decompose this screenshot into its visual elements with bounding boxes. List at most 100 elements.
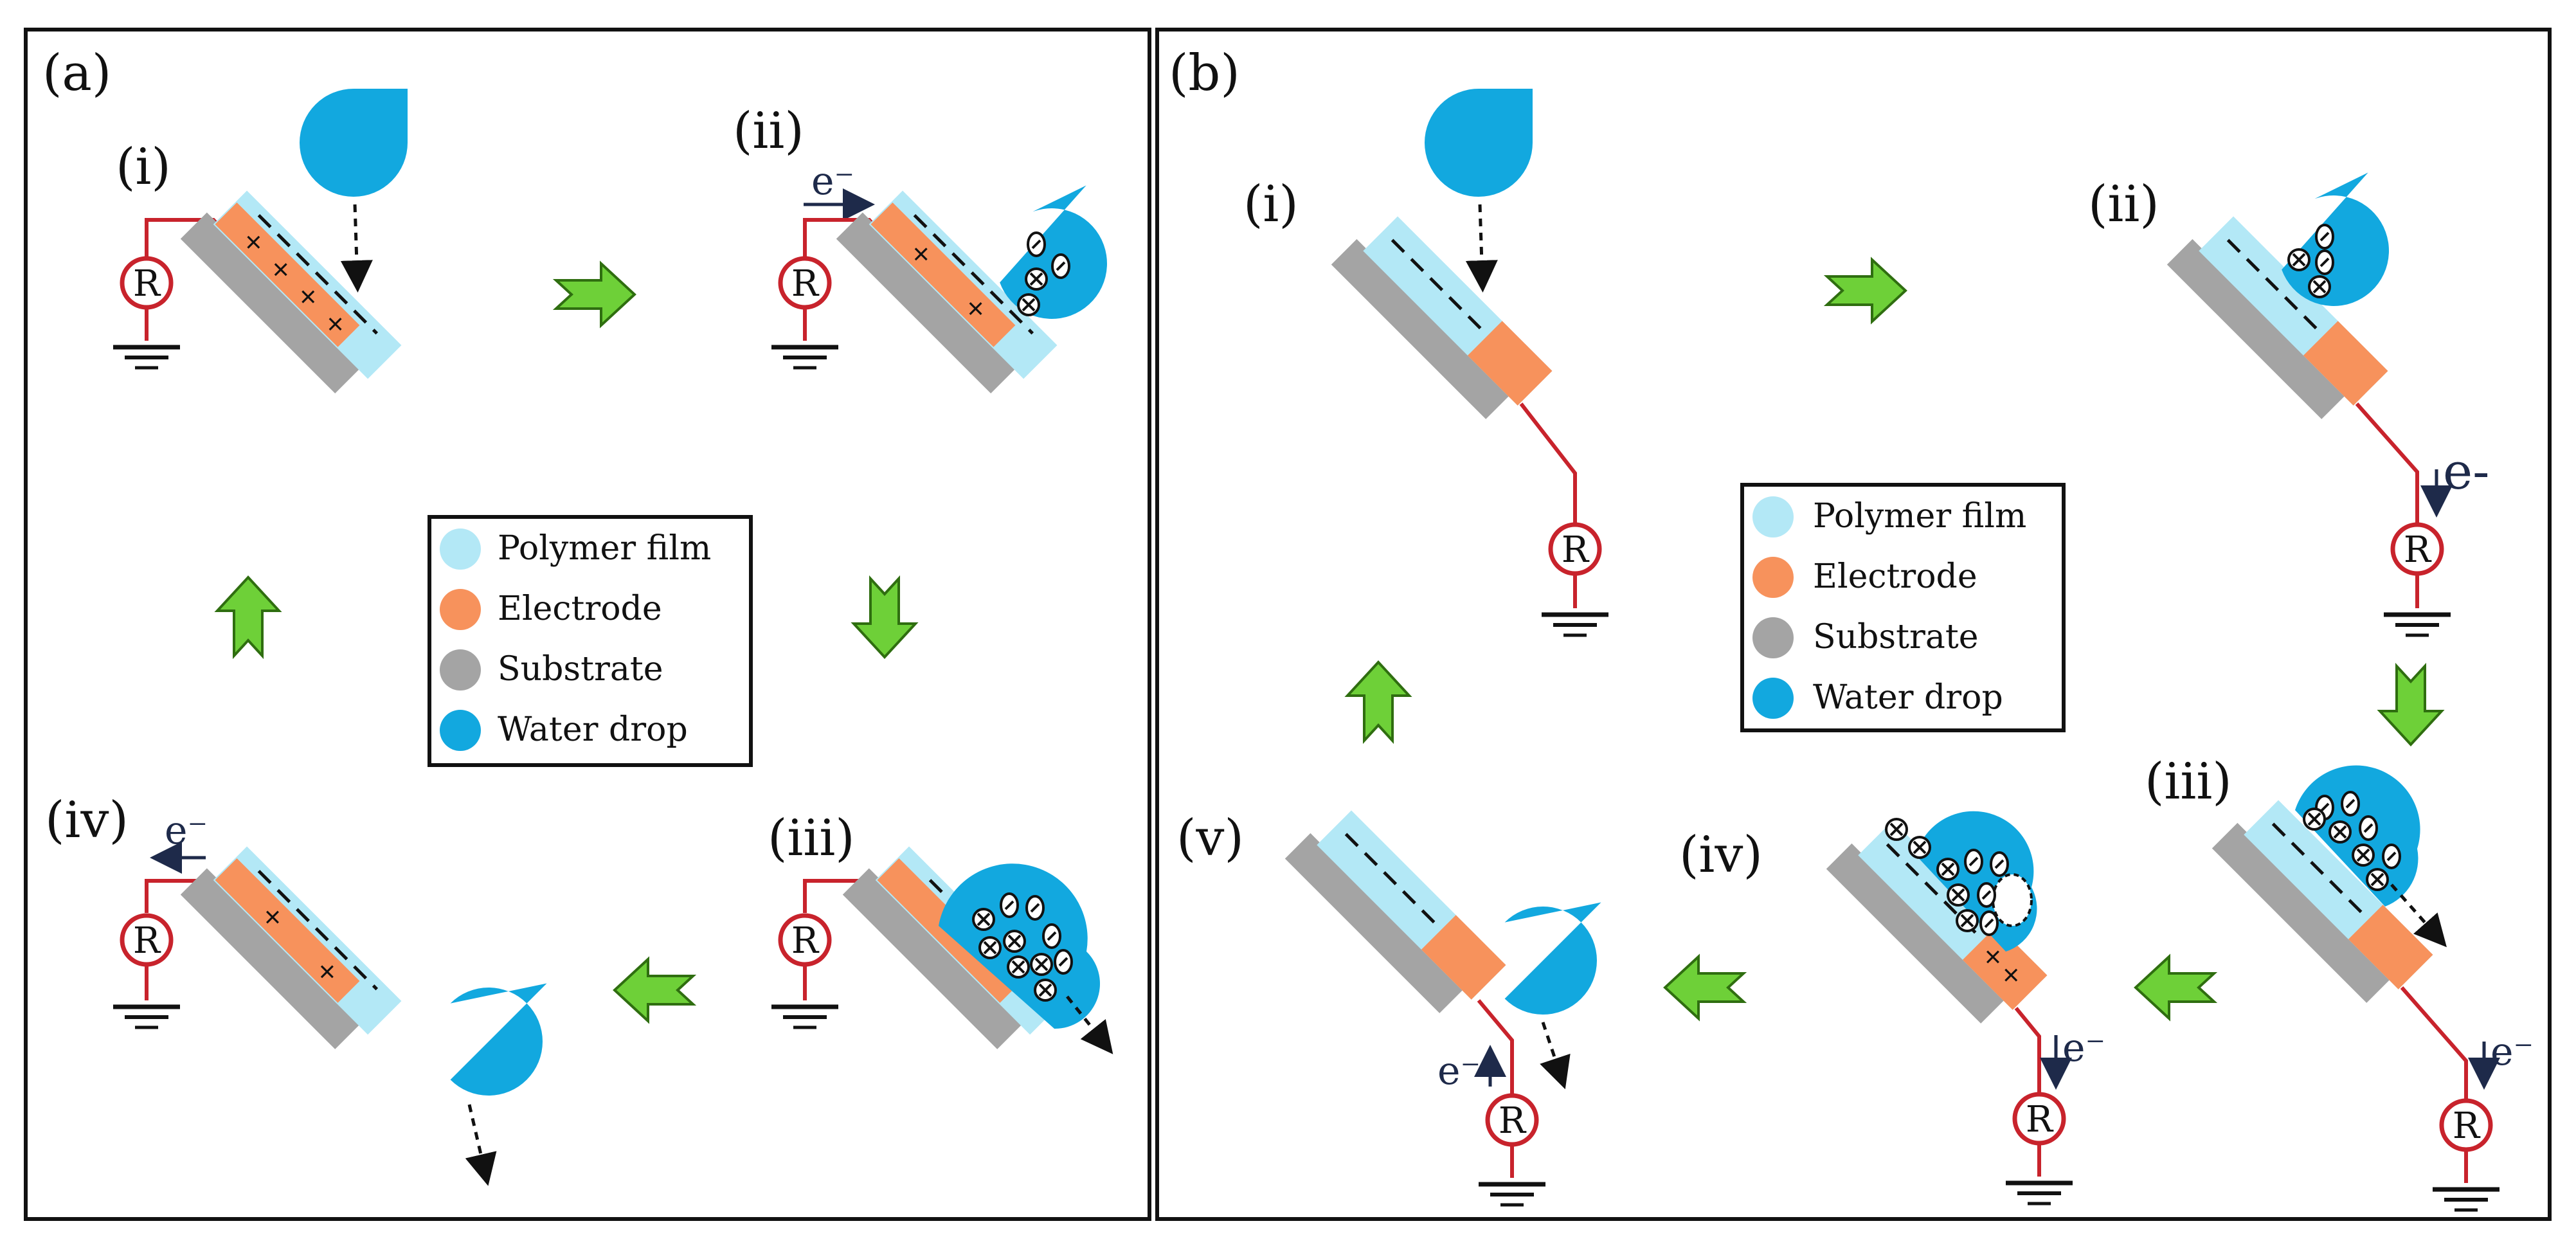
resistor-label: R bbox=[791, 920, 820, 962]
legend-swatch bbox=[440, 649, 481, 691]
flow-arrow bbox=[1664, 955, 1745, 1020]
legend-label: Polymer film bbox=[1813, 497, 2026, 536]
legend-swatch bbox=[440, 589, 481, 630]
flow-arrow bbox=[555, 262, 636, 327]
flow-arrow bbox=[1826, 258, 1907, 323]
ion-plus bbox=[1947, 883, 1970, 907]
resistor-label: R bbox=[133, 920, 161, 962]
legend-swatch bbox=[440, 528, 481, 570]
legend-swatch bbox=[1752, 678, 1794, 719]
panel-b-step-iv: (iv) + + e⁻ R bbox=[1679, 811, 2105, 1204]
ion-minus bbox=[2315, 249, 2334, 275]
panel-a-step-i: (i) R + + + + bbox=[113, 89, 408, 403]
device bbox=[1331, 207, 1553, 429]
panel-label-b: (b) bbox=[1169, 44, 1240, 102]
ion-plus bbox=[1017, 293, 1040, 316]
device: + + bbox=[836, 181, 1058, 403]
drop-icon bbox=[2282, 172, 2389, 306]
ion-plus bbox=[978, 936, 1002, 959]
ion-plus bbox=[1003, 930, 1026, 953]
ion-minus bbox=[1990, 851, 2009, 877]
ion-plus bbox=[1956, 909, 1979, 932]
panel-a-step-iii: (iii) R bbox=[768, 809, 1113, 1059]
flow-arrow bbox=[2134, 955, 2215, 1020]
ion-plus bbox=[1034, 979, 1057, 1002]
electron-label: e⁻ bbox=[1437, 1049, 1481, 1094]
wire bbox=[1477, 999, 1514, 1096]
ground-icon bbox=[1479, 1184, 1545, 1205]
legend-b: Polymer film Electrode Substrate Water d… bbox=[1740, 483, 2066, 732]
electron-label: e⁻ bbox=[2490, 1029, 2534, 1074]
ion-plus bbox=[1030, 953, 1053, 976]
resistor-label: R bbox=[2026, 1099, 2054, 1141]
legend-label: Electrode bbox=[1813, 557, 1977, 596]
resistor-icon bbox=[778, 913, 832, 967]
drop-path-arrow bbox=[1465, 204, 1498, 293]
ion-minus bbox=[2341, 791, 2360, 817]
legend-label: Electrode bbox=[498, 590, 662, 628]
step-label: (iii) bbox=[2145, 753, 2232, 811]
panel-a-step-iv: (iv) e⁻ R + + bbox=[45, 791, 547, 1186]
resistor-label: R bbox=[1499, 1100, 1527, 1142]
drop-path-arrow bbox=[1540, 1022, 1571, 1090]
legend-swatch bbox=[1752, 617, 1794, 658]
resistor-label: R bbox=[133, 263, 161, 305]
device bbox=[2211, 791, 2433, 1013]
ground-icon bbox=[113, 347, 180, 368]
drop-icon bbox=[1504, 902, 1601, 1015]
resistor-icon bbox=[120, 256, 174, 310]
step-label: (ii) bbox=[733, 102, 804, 160]
device bbox=[1284, 801, 1506, 1023]
drop-icon bbox=[1000, 185, 1107, 319]
step-label: (v) bbox=[1176, 809, 1244, 867]
legend-label: Substrate bbox=[1813, 618, 1979, 656]
ion-minus bbox=[1977, 882, 1996, 908]
ion-minus bbox=[1025, 895, 1045, 921]
ion-minus bbox=[1027, 231, 1046, 257]
legend-swatch bbox=[1752, 496, 1794, 537]
panel-b-step-v: (v) e⁻ R bbox=[1176, 801, 1601, 1205]
device: + + bbox=[180, 837, 402, 1059]
legend-label: Substrate bbox=[498, 650, 663, 689]
ion-plus bbox=[2308, 275, 2331, 298]
ground-icon bbox=[1542, 615, 1608, 635]
ion-plus bbox=[1025, 267, 1048, 291]
ion-minus bbox=[1051, 253, 1070, 279]
ion-plus bbox=[2303, 808, 2326, 831]
panel-a-step-ii: (ii) e⁻ R + + bbox=[733, 102, 1107, 403]
panel-b-step-iii: (iii) e⁻ R bbox=[2145, 753, 2534, 1210]
wire bbox=[2014, 1007, 2041, 1094]
wire bbox=[2355, 402, 2419, 525]
ion-plus bbox=[2328, 820, 2352, 844]
drop-receding-edge bbox=[1992, 873, 2033, 927]
ion-minus bbox=[2315, 224, 2334, 249]
resistor-icon bbox=[1548, 522, 1602, 576]
drop-icon bbox=[300, 89, 408, 197]
drop-path-arrow bbox=[340, 204, 373, 293]
drop-path-arrow bbox=[465, 1104, 497, 1186]
electron-label: e⁻ bbox=[165, 808, 208, 853]
ion-plus bbox=[1885, 818, 1908, 841]
wire bbox=[2400, 986, 2468, 1101]
resistor-icon bbox=[778, 256, 832, 310]
resistor-label: R bbox=[2453, 1105, 2481, 1147]
drop-icon bbox=[1425, 89, 1533, 197]
resistor-label: R bbox=[2404, 529, 2432, 571]
step-label: (iv) bbox=[45, 791, 129, 849]
panel-b-step-ii: (ii) e- R bbox=[2088, 172, 2490, 635]
ion-plus bbox=[1007, 955, 1030, 979]
ion-plus bbox=[2366, 868, 2389, 891]
panel-a-frame bbox=[24, 28, 1151, 1221]
drop-path-arrow bbox=[1066, 995, 1113, 1054]
ground-icon bbox=[2433, 1189, 2499, 1210]
device bbox=[2166, 207, 2388, 429]
ion-minus bbox=[2382, 844, 2401, 869]
ground-icon bbox=[2384, 615, 2451, 635]
ion-minus bbox=[1000, 892, 1019, 918]
legend-label: Polymer film bbox=[498, 529, 711, 568]
step-label: (i) bbox=[1243, 176, 1299, 233]
flow-arrow bbox=[2379, 665, 2443, 746]
flow-arrow bbox=[216, 576, 280, 657]
ground-icon bbox=[771, 1007, 838, 1027]
